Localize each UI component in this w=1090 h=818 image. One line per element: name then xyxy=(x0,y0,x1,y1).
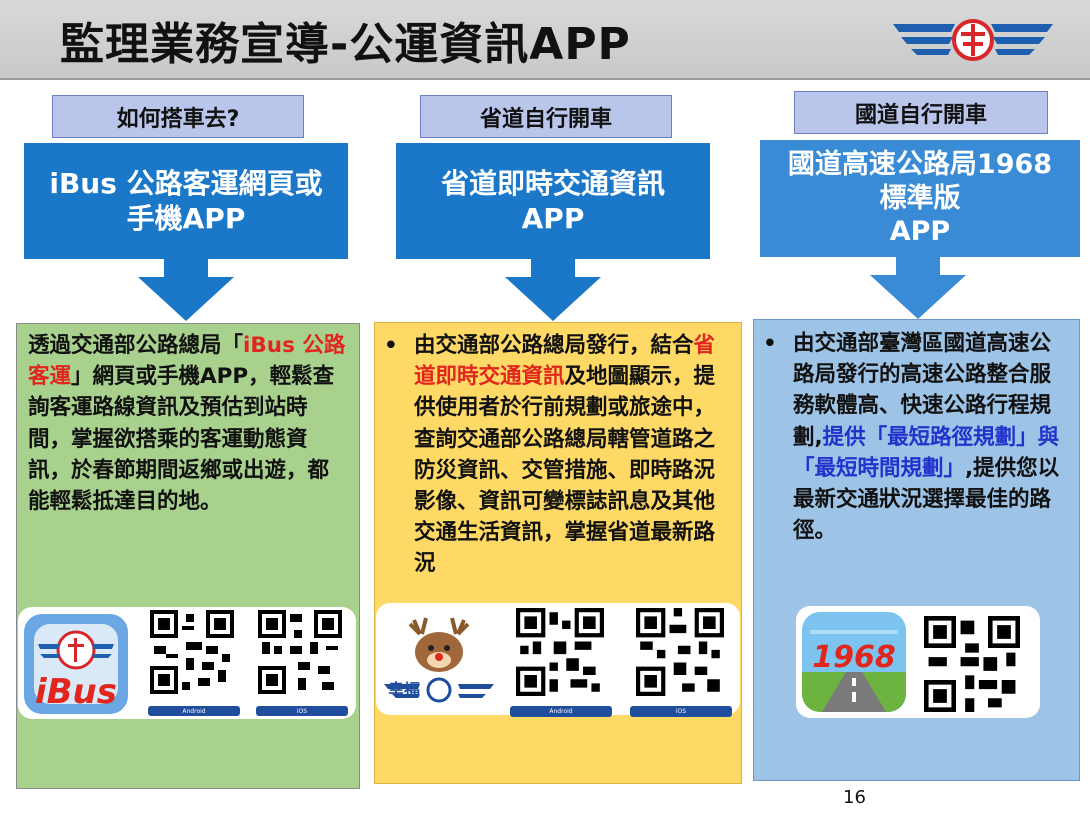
highway-road-icon xyxy=(802,612,906,712)
ibus-ios-qr-code xyxy=(258,610,342,694)
qr-code-icon xyxy=(636,608,724,696)
label-national-freeway: 國道自行開車 xyxy=(794,91,1048,134)
label-provincial-road: 省道自行開車 xyxy=(420,95,672,138)
provincial-description: • 由交通部公路總局發行，結合省道即時交通資訊及地圖顯示，提供使用者於行前規劃或… xyxy=(384,330,730,579)
ibus-android-qr-code xyxy=(150,610,234,694)
provincial-title-line-2: APP xyxy=(521,202,585,235)
arrow-down-icon xyxy=(138,259,234,321)
highway-bureau-logo-icon xyxy=(893,19,1053,61)
provincial-traffic-title-box[interactable]: 省道即時交通資訊 APP xyxy=(396,143,710,259)
arrow-down-icon xyxy=(505,259,601,321)
ibus-android-button[interactable]: Android xyxy=(148,706,240,716)
reindeer-logo-icon xyxy=(384,617,494,703)
bus-logo-icon xyxy=(34,624,118,704)
bullet-marker: • xyxy=(763,331,777,356)
freeway-title-line-1: 國道高速公路局1968 xyxy=(787,148,1053,180)
qr-code-icon xyxy=(258,610,342,694)
arrow-down-icon xyxy=(870,257,966,319)
page-number: 16 xyxy=(843,787,866,808)
provincial-app-icon[interactable]: 幸福 xyxy=(380,610,498,708)
freeway-description: • 由交通部臺灣區國道高速公路局發行的高速公路整合服務軟體高、快速公路行程規劃,… xyxy=(763,328,1069,546)
provincial-title-line-1: 省道即時交通資訊 xyxy=(440,167,665,200)
provincial-android-button[interactable]: Android xyxy=(510,706,612,717)
ibus-highlight: iBus 公路客運 xyxy=(28,333,346,390)
page-title: 監理業務宣導-公運資訊APP xyxy=(60,19,631,70)
provincial-app-label: 幸福 xyxy=(387,680,420,699)
qr-code-icon xyxy=(924,616,1020,712)
freeway-highlight: 提供「最短路徑規劃」與「最短時間規劃」 xyxy=(793,424,1060,481)
ibus-app-label: iBus xyxy=(34,672,117,712)
ibus-ios-button[interactable]: iOS xyxy=(256,706,348,716)
ibus-app-icon[interactable]: iBus xyxy=(24,614,128,714)
provincial-ios-qr-code xyxy=(636,608,724,696)
ibus-description: 透過交通部公路總局「iBus 公路客運」網頁或手機APP，輕鬆查詢客運路線資訊及… xyxy=(28,333,346,514)
freeway-title-line-2: 標準版 xyxy=(879,182,961,214)
freeway-1968-title-box[interactable]: 國道高速公路局1968 標準版 APP xyxy=(760,140,1080,257)
freeway-app-label: 1968 xyxy=(812,640,896,675)
ibus-title-box[interactable]: iBus 公路客運網頁或 手機APP xyxy=(24,143,348,259)
freeway-1968-app-icon[interactable]: 1968 xyxy=(802,612,906,712)
provincial-android-qr-code xyxy=(516,608,604,696)
ibus-title-line-2: 手機APP xyxy=(126,202,246,235)
bullet-marker: • xyxy=(384,333,398,358)
provincial-ios-button[interactable]: iOS xyxy=(630,706,732,717)
header-bar: 監理業務宣導-公運資訊APP xyxy=(0,0,1090,80)
ibus-title-line-1: iBus 公路客運網頁或 xyxy=(49,167,323,200)
freeway-title-line-3: APP xyxy=(889,216,951,248)
qr-code-icon xyxy=(150,610,234,694)
qr-code-icon xyxy=(516,608,604,696)
freeway-qr-code xyxy=(924,616,1020,712)
provincial-highlight: 省道即時交通資訊 xyxy=(414,333,716,390)
label-how-to-ride: 如何搭車去? xyxy=(52,95,304,138)
